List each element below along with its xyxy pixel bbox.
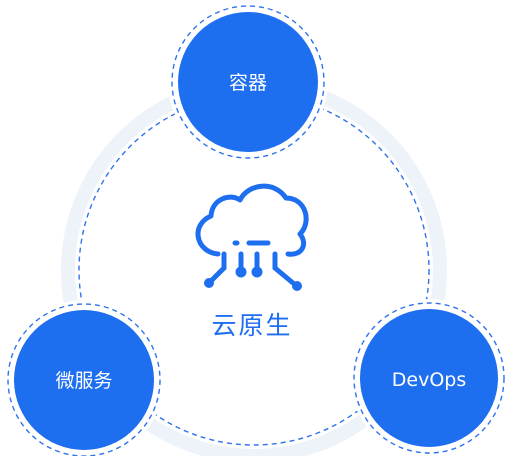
node-microservices-circle [14, 310, 154, 450]
node-devops-circle [360, 309, 498, 447]
center-label: 云原生 [211, 311, 292, 340]
node-devops-label: DevOps [392, 369, 466, 391]
node-containers-dashed-ring [171, 5, 325, 159]
node-microservices-label: 微服务 [55, 370, 112, 392]
node-containers: 容器 [168, 2, 328, 162]
cloud-network-icon [195, 183, 309, 291]
node-microservices-dashed-ring [7, 303, 161, 456]
node-devops-dashed-ring [353, 302, 505, 454]
node-devops: DevOps [350, 299, 508, 456]
node-containers-circle [178, 12, 318, 152]
node-microservices: 微服务 [4, 300, 164, 456]
outer-ring-dashed [78, 94, 430, 446]
node-containers-label: 容器 [229, 72, 267, 94]
